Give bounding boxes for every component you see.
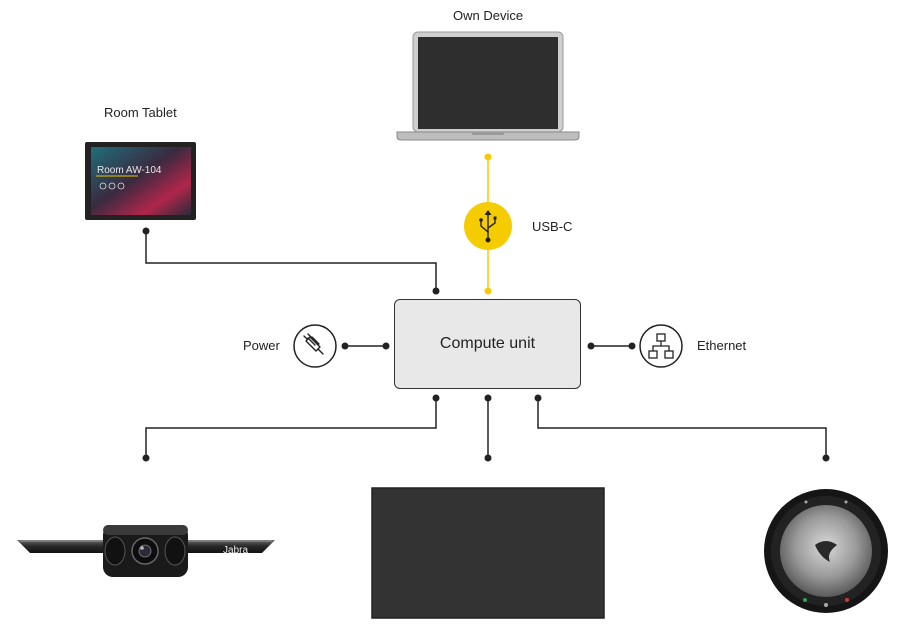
camera-brand-logo: Jabra: [223, 545, 248, 556]
usb-icon: [464, 202, 512, 250]
room-tablet-icon: [85, 142, 196, 220]
power-plug-icon: [293, 324, 337, 368]
power-label: Power: [243, 338, 280, 353]
compute-unit-label: Compute unit: [439, 335, 536, 352]
own-device-label: Own Device: [453, 8, 524, 23]
compute-unit-box: Compute unit: [394, 299, 581, 389]
room-tablet-label: Room Tablet: [104, 105, 177, 120]
display-screen: [371, 487, 605, 619]
ethernet-label: Ethernet: [697, 338, 747, 353]
usb-connection: [484, 153, 492, 295]
ethernet-network-icon: [639, 324, 683, 368]
laptop-icon: [396, 31, 580, 141]
connector-lines: [145, 231, 827, 458]
connector-dots: [142, 227, 830, 462]
speakerphone-icon: [764, 489, 888, 613]
video-camera-bar-icon: [17, 525, 275, 577]
tablet-screen-text: Room AW-104: [97, 165, 162, 176]
usb-c-label: USB-C: [532, 219, 573, 234]
